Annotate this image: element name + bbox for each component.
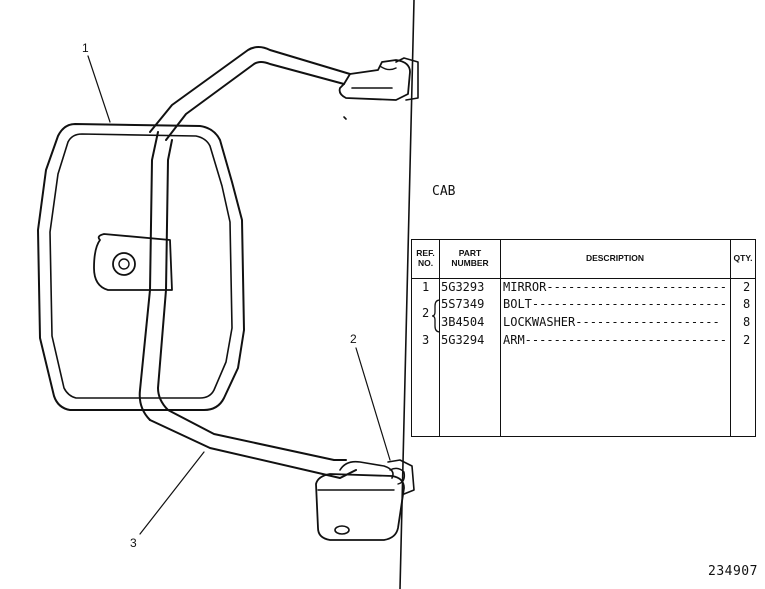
lower-arm	[149, 419, 357, 479]
desc-cell: ARM------------------------------	[503, 333, 727, 347]
table-header: REF. NO. PART NUMBER DESCRIPTION QTY.	[412, 240, 755, 279]
ref-cell: 3	[422, 333, 430, 347]
qty-cell: 8	[743, 297, 751, 311]
leader-line-1	[87, 55, 111, 123]
leader-line-2	[355, 347, 391, 461]
cab-wall-line	[399, 0, 415, 589]
table-row: 3B4504 LOCKWASHER-------------------- 8	[412, 315, 755, 333]
mirror-frame-inner	[49, 133, 233, 399]
drawing-number: 234907	[708, 564, 758, 579]
header-description: DESCRIPTION	[585, 253, 645, 263]
upper-bracket	[338, 59, 411, 101]
header-part-number: PART NUMBER	[451, 248, 489, 268]
mirror-frame-outer	[37, 123, 245, 411]
cab-label: CAB	[432, 184, 456, 199]
center-arm	[138, 131, 159, 421]
part-cell: 3B4504	[441, 315, 485, 329]
part-number-column	[439, 240, 501, 436]
leader-line-3	[139, 451, 205, 535]
desc-cell: MIRROR-----------------------------	[503, 280, 727, 294]
qty-cell: 2	[743, 333, 751, 347]
ref-cell: 1	[422, 280, 430, 294]
part-cell: 5G3294	[441, 333, 485, 347]
ref-column	[412, 240, 440, 436]
desc-cell: LOCKWASHER--------------------	[503, 315, 720, 329]
qty-cell: 8	[743, 315, 751, 329]
parts-table: REF. NO. PART NUMBER DESCRIPTION QTY. 1 …	[411, 239, 756, 437]
part-cell: 5G3293	[441, 280, 485, 294]
upper-arm	[149, 46, 351, 133]
header-ref-no: REF. NO.	[416, 248, 435, 268]
table-row-ref-2: 2	[412, 306, 755, 324]
table-row: 5S7349 BOLT-----------------------------…	[412, 297, 755, 315]
qty-cell: 2	[743, 280, 751, 294]
callout-2: 2	[350, 332, 357, 346]
desc-cell: BOLT------------------------------	[503, 297, 727, 311]
mirror-clamp	[93, 233, 173, 291]
part-cell: 5S7349	[441, 297, 485, 311]
header-qty: QTY.	[733, 253, 753, 263]
description-column	[500, 240, 731, 436]
lower-bracket	[315, 473, 405, 541]
callout-1: 1	[82, 41, 89, 55]
table-row: 1 5G3293 MIRROR-------------------------…	[412, 280, 755, 298]
callout-3: 3	[130, 536, 137, 550]
ref-cell: 2	[422, 306, 430, 320]
group-bracket	[432, 299, 441, 333]
table-row: 3 5G3294 ARM----------------------------…	[412, 333, 755, 351]
